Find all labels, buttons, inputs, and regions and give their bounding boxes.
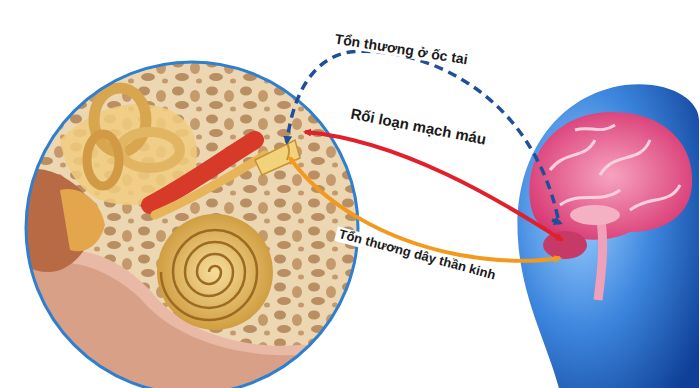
dashed-arrow-head	[552, 220, 560, 223]
arrow-label: Rối loạn mạch máu	[346, 104, 490, 148]
ear-circle-border	[26, 62, 358, 388]
red-arrow	[305, 132, 562, 240]
head-silhouette	[517, 84, 699, 388]
arrow-label: Tổn thương dây thần kinh	[334, 226, 500, 284]
brain	[530, 112, 693, 300]
orange-arrow	[290, 158, 560, 261]
arrow-label: Tổn thương ở ốc tai	[331, 30, 472, 68]
ear-section	[20, 55, 370, 388]
